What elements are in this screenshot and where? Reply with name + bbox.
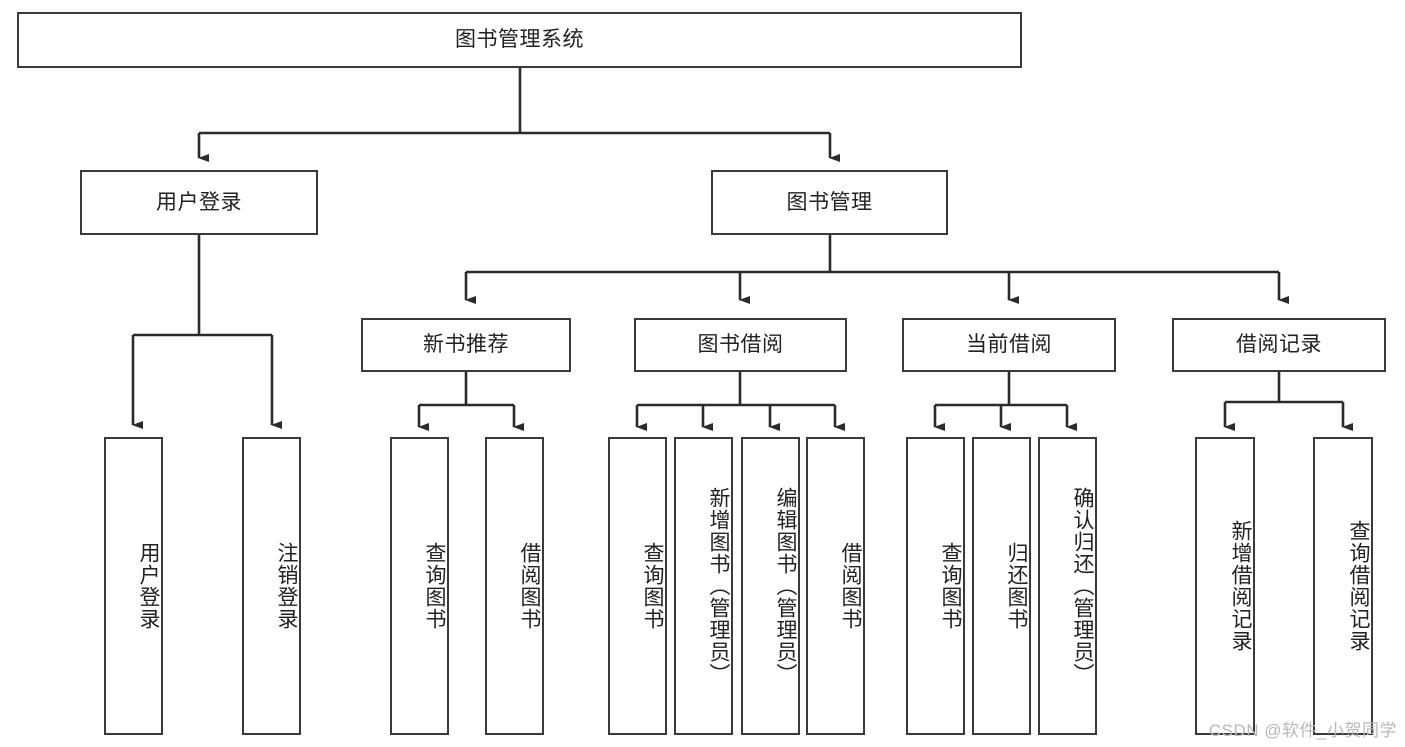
leaf-edit-book-admin[interactable]: 编辑图书（管理员） (741, 437, 800, 735)
node-label: 图书管理 (786, 190, 873, 214)
leaf-query-books-recommend[interactable]: 查询图书 (390, 437, 449, 735)
node-label: 确认归还（管理员） (1071, 487, 1094, 685)
node-label: 用户登录 (156, 190, 242, 214)
node-label: 查询借阅记录 (1347, 520, 1370, 652)
leaf-add-borrow-record[interactable]: 新增借阅记录 (1195, 437, 1255, 735)
node-book-borrowing[interactable]: 图书借阅 (634, 318, 847, 372)
leaf-logout[interactable]: 注销登录 (242, 437, 301, 735)
leaf-add-book-admin[interactable]: 新增图书（管理员） (674, 437, 733, 735)
node-label: 图书管理系统 (455, 28, 584, 52)
leaf-query-books-current[interactable]: 查询图书 (906, 437, 965, 735)
node-new-book-recommendation[interactable]: 新书推荐 (361, 318, 571, 372)
node-label: 编辑图书（管理员） (774, 487, 797, 685)
node-label: 注销登录 (275, 542, 298, 630)
node-label: 查询图书 (423, 542, 446, 630)
leaf-borrow-books-recommend[interactable]: 借阅图书 (485, 437, 544, 735)
node-label: 新书推荐 (423, 333, 509, 357)
node-label: 图书借阅 (697, 333, 784, 357)
node-label: 借阅图书 (839, 542, 862, 630)
leaf-query-borrow-record[interactable]: 查询借阅记录 (1313, 437, 1373, 735)
node-root-library-management-system[interactable]: 图书管理系统 (17, 12, 1022, 68)
leaf-user-login[interactable]: 用户登录 (104, 437, 163, 735)
node-label: 借阅记录 (1236, 333, 1322, 357)
node-label: 新增图书（管理员） (707, 487, 730, 685)
node-borrowing-records[interactable]: 借阅记录 (1172, 318, 1386, 372)
node-label: 新增借阅记录 (1229, 520, 1252, 652)
node-label: 归还图书 (1005, 542, 1028, 630)
node-label: 查询图书 (939, 542, 962, 630)
node-label: 当前借阅 (966, 333, 1052, 357)
leaf-query-books-borrow[interactable]: 查询图书 (608, 437, 667, 735)
csdn-watermark: CSDN @软件_小贺同学 (1208, 721, 1397, 740)
node-label: 用户登录 (137, 542, 160, 630)
leaf-confirm-return-admin[interactable]: 确认归还（管理员） (1038, 437, 1097, 735)
node-current-borrowing[interactable]: 当前借阅 (902, 318, 1116, 372)
node-book-management[interactable]: 图书管理 (711, 170, 948, 235)
node-label: 借阅图书 (518, 542, 541, 630)
leaf-return-books[interactable]: 归还图书 (972, 437, 1031, 735)
leaf-borrow-books[interactable]: 借阅图书 (806, 437, 865, 735)
node-label: 查询图书 (641, 542, 664, 630)
node-user-login[interactable]: 用户登录 (80, 170, 318, 235)
